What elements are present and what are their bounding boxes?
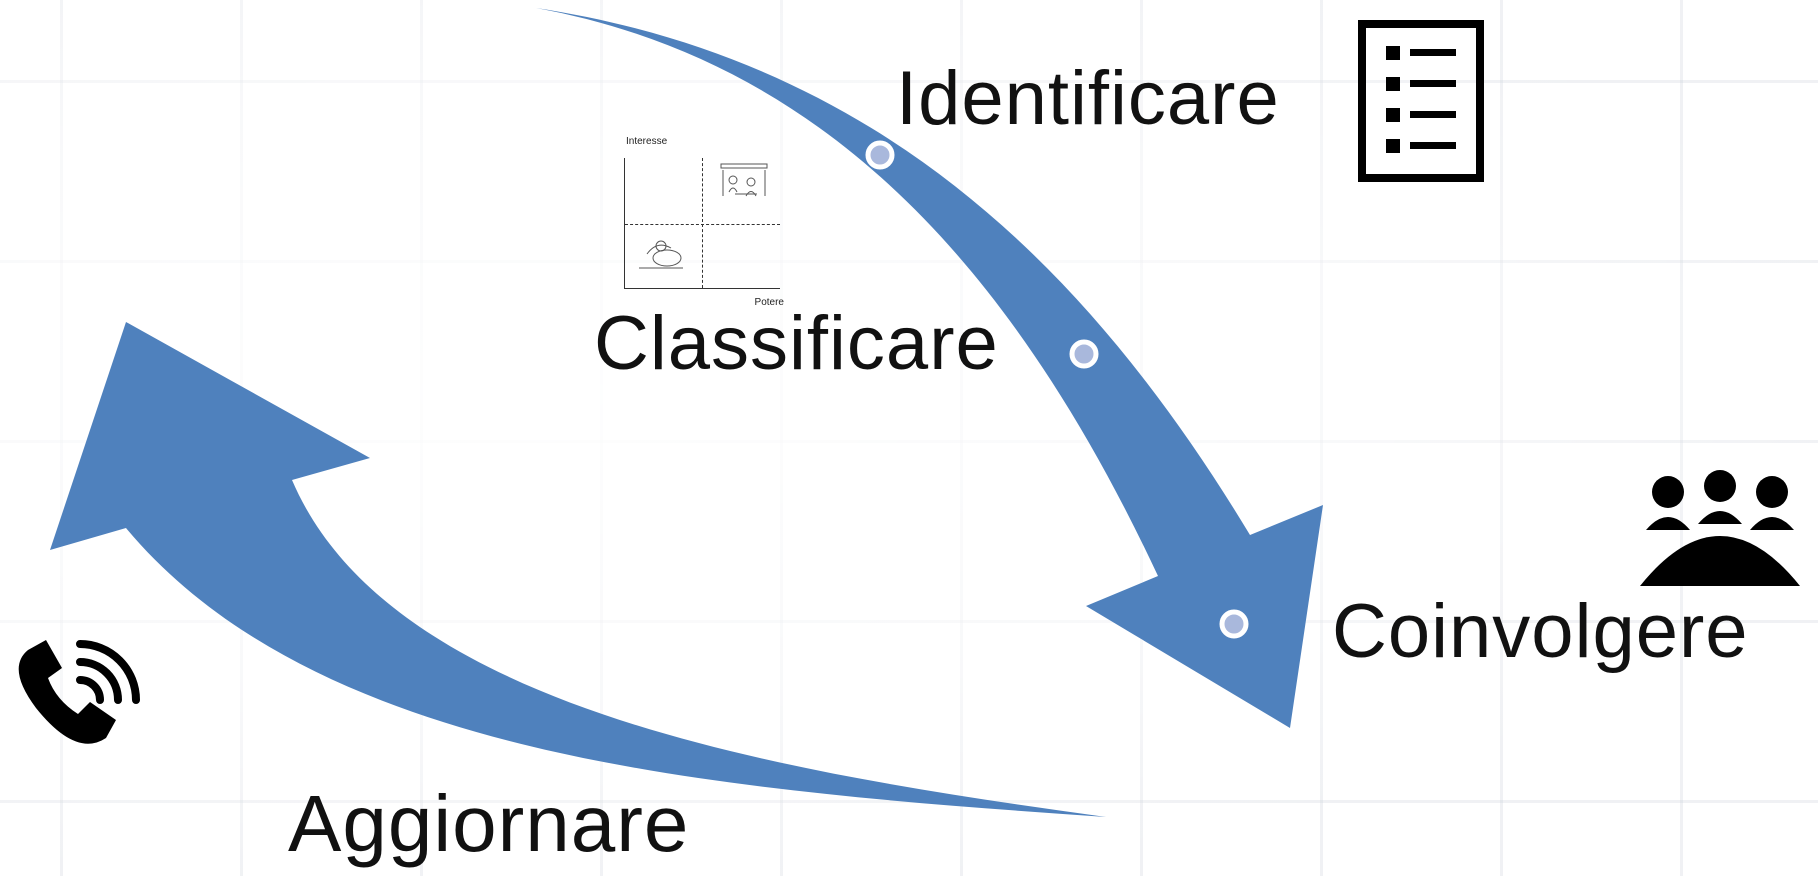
step-label-identificare: Identificare [896,56,1280,141]
return-arrow [50,322,1106,817]
matrix-x-label: Potere [754,297,784,308]
sketch-bottom-left-icon [639,240,683,269]
step-label-coinvolgere: Coinvolgere [1332,589,1749,674]
list-icon [1358,20,1484,182]
phone-call-icon [18,640,140,744]
matrix-divider-vertical [702,158,703,288]
step-label-classificare: Classificare [594,301,999,386]
meeting-people-icon [1640,470,1800,586]
step-label-aggiornare: Aggiornare [288,779,690,868]
power-interest-matrix: Interesse Potere [622,136,792,308]
sketch-top-right-icon [720,163,768,197]
matrix-grid [624,158,780,289]
matrix-sketch-icons [639,163,768,269]
forward-arrow [536,8,1323,728]
matrix-divider-horizontal [625,224,780,225]
step-dot-2 [1069,339,1099,369]
step-dot-3 [1219,609,1249,639]
step-dot-1 [865,140,895,170]
matrix-y-label: Interesse [626,136,668,147]
